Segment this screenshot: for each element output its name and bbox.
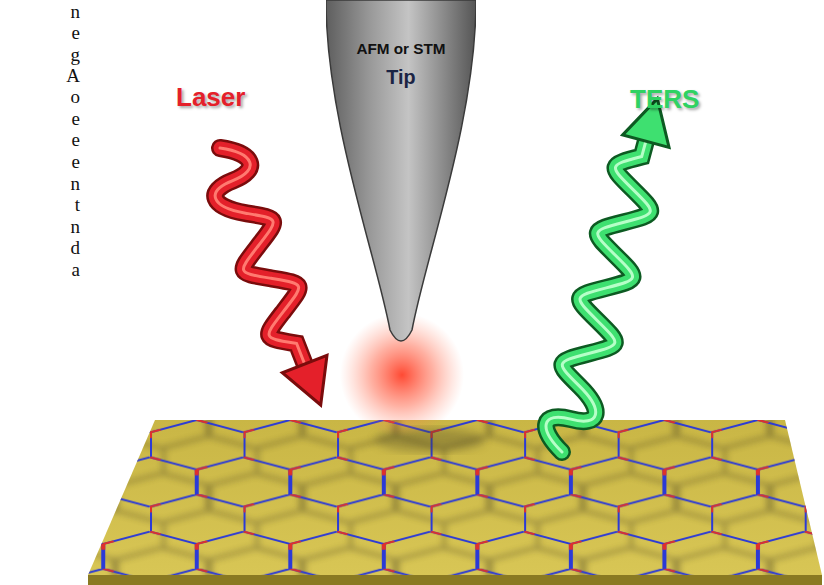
cropped-text: e bbox=[50, 129, 80, 151]
cropped-text: n bbox=[50, 216, 80, 238]
cropped-text: t bbox=[50, 194, 80, 216]
cropped-text: o bbox=[50, 86, 80, 108]
cropped-text: e bbox=[50, 22, 80, 44]
cropped-text: A bbox=[50, 65, 80, 87]
ters-label: TERS bbox=[630, 84, 699, 115]
molecular-lattice bbox=[80, 410, 824, 585]
lattice-shadow bbox=[80, 410, 824, 585]
cropped-text: g bbox=[50, 44, 80, 66]
lattice-bonds bbox=[80, 410, 824, 585]
cropped-text: a bbox=[50, 259, 80, 281]
cropped-text: n bbox=[50, 1, 80, 23]
plane-edge bbox=[88, 575, 822, 585]
laser-label: Laser bbox=[176, 82, 245, 113]
cropped-text: e bbox=[50, 108, 80, 130]
laser-arrow bbox=[198, 139, 343, 413]
cropped-text: e bbox=[50, 151, 80, 173]
tip-label: Tip bbox=[326, 66, 476, 89]
probe-tip: AFM or STM Tip bbox=[326, 0, 476, 350]
cropped-text: d bbox=[50, 237, 80, 259]
probe-type: AFM or STM bbox=[326, 40, 476, 58]
cropped-text: n bbox=[50, 173, 80, 195]
ters-arrow bbox=[539, 92, 681, 458]
